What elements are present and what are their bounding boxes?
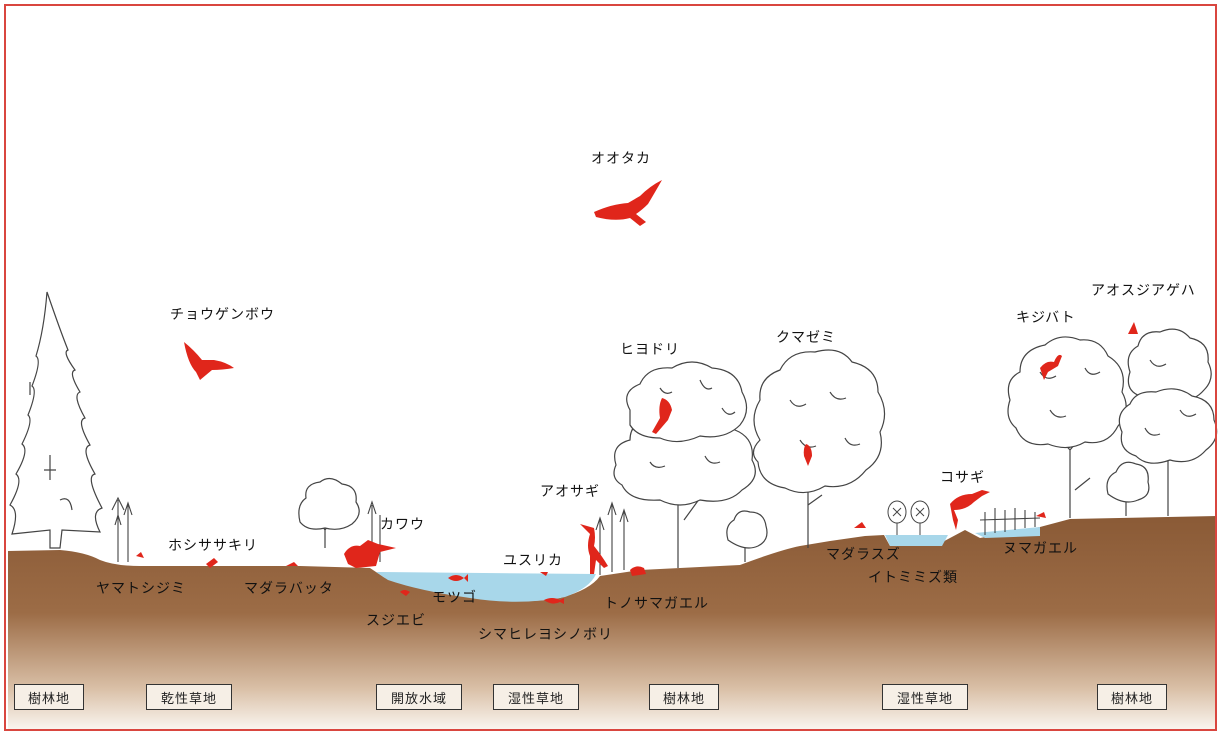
- pond-water: [376, 572, 596, 602]
- label-madarabatta: マダラバッタ: [244, 581, 334, 597]
- madarabatta-silhouette: [286, 562, 298, 566]
- label-kosagi: コサギ: [940, 470, 985, 486]
- label-kumazemi: クマゼミ: [776, 330, 836, 346]
- deciduous-tree-small-1: [298, 477, 360, 548]
- zone-wet-grassland-1: 湿性草地: [493, 684, 579, 710]
- kumazemi-silhouette: [803, 444, 812, 466]
- tonosamagaeru-silhouette: [630, 566, 646, 576]
- label-kawau: カワウ: [380, 517, 425, 533]
- marsh-plants: [887, 500, 930, 535]
- reeds: [111, 496, 1041, 575]
- madarasuzu-silhouette: [854, 522, 866, 528]
- label-yusurika: ユスリカ: [503, 553, 563, 569]
- sujiebi-silhouette: [400, 590, 410, 596]
- shimahireyoshinobori-silhouette: [544, 598, 564, 604]
- deciduous-tree-aosujiageha: [1118, 328, 1218, 516]
- ootaka-silhouette: [594, 180, 662, 226]
- label-hoshisasakiri: ホシササキリ: [168, 538, 258, 554]
- chougenbou-silhouette: [184, 342, 234, 380]
- zone-dry-grassland: 乾性草地: [146, 684, 232, 710]
- zone-woodland-2: 樹林地: [649, 684, 719, 710]
- zone-woodland-3: 樹林地: [1097, 684, 1167, 710]
- yamatoshijimi-silhouette: [136, 552, 144, 558]
- label-motsugo: モツゴ: [432, 590, 477, 606]
- conifer-tree: [9, 291, 103, 549]
- deciduous-tree-small-3: [1106, 461, 1150, 516]
- kijibato-silhouette: [1040, 354, 1062, 380]
- deciduous-tree-small-2: [726, 510, 768, 562]
- label-sujiebi: スジエビ: [366, 613, 426, 629]
- label-yamatoshijimi: ヤマトシジミ: [96, 581, 186, 597]
- ground-soil: [8, 516, 1217, 731]
- label-itomimizu: イトミミズ類: [868, 570, 958, 586]
- label-aosagi: アオサギ: [540, 484, 600, 500]
- numagaeru-silhouette: [1036, 512, 1046, 518]
- label-shimahireyoshinobori: シマヒレヨシノボリ: [478, 627, 613, 643]
- aosujiageha-silhouette: [1128, 322, 1138, 334]
- yusurika-silhouette: [540, 572, 548, 576]
- deciduous-tree-kijibato: [1007, 336, 1127, 518]
- label-ootaka: オオタカ: [591, 151, 651, 167]
- motsugo-silhouette: [448, 574, 468, 582]
- label-tonosamagaeru: トノサマガエル: [604, 596, 709, 612]
- zone-wet-grassland-2: 湿性草地: [882, 684, 968, 710]
- hoshisasakiri-silhouette: [206, 558, 218, 568]
- aosagi-silhouette: [580, 524, 608, 574]
- hiyodori-silhouette: [652, 398, 672, 434]
- label-hiyodori: ヒヨドリ: [620, 342, 680, 358]
- deciduous-tree-kumazemi: [752, 349, 886, 548]
- zone-open-water: 開放水域: [376, 684, 462, 710]
- marsh-water-2: [975, 527, 1040, 538]
- label-chougenbou: チョウゲンボウ: [170, 307, 275, 323]
- zone-woodland-1: 樹林地: [14, 684, 84, 710]
- label-aosujiageha: アオスジアゲハ: [1091, 283, 1196, 299]
- marsh-water: [885, 535, 948, 546]
- deciduous-tree-hiyodori: [613, 361, 756, 568]
- kosagi-silhouette: [950, 490, 990, 530]
- label-madarasuzu: マダラスズ: [826, 547, 901, 563]
- kawau-silhouette: [344, 540, 396, 568]
- label-kijibato: キジバト: [1016, 310, 1076, 326]
- label-numagaeru: ヌマガエル: [1003, 541, 1078, 557]
